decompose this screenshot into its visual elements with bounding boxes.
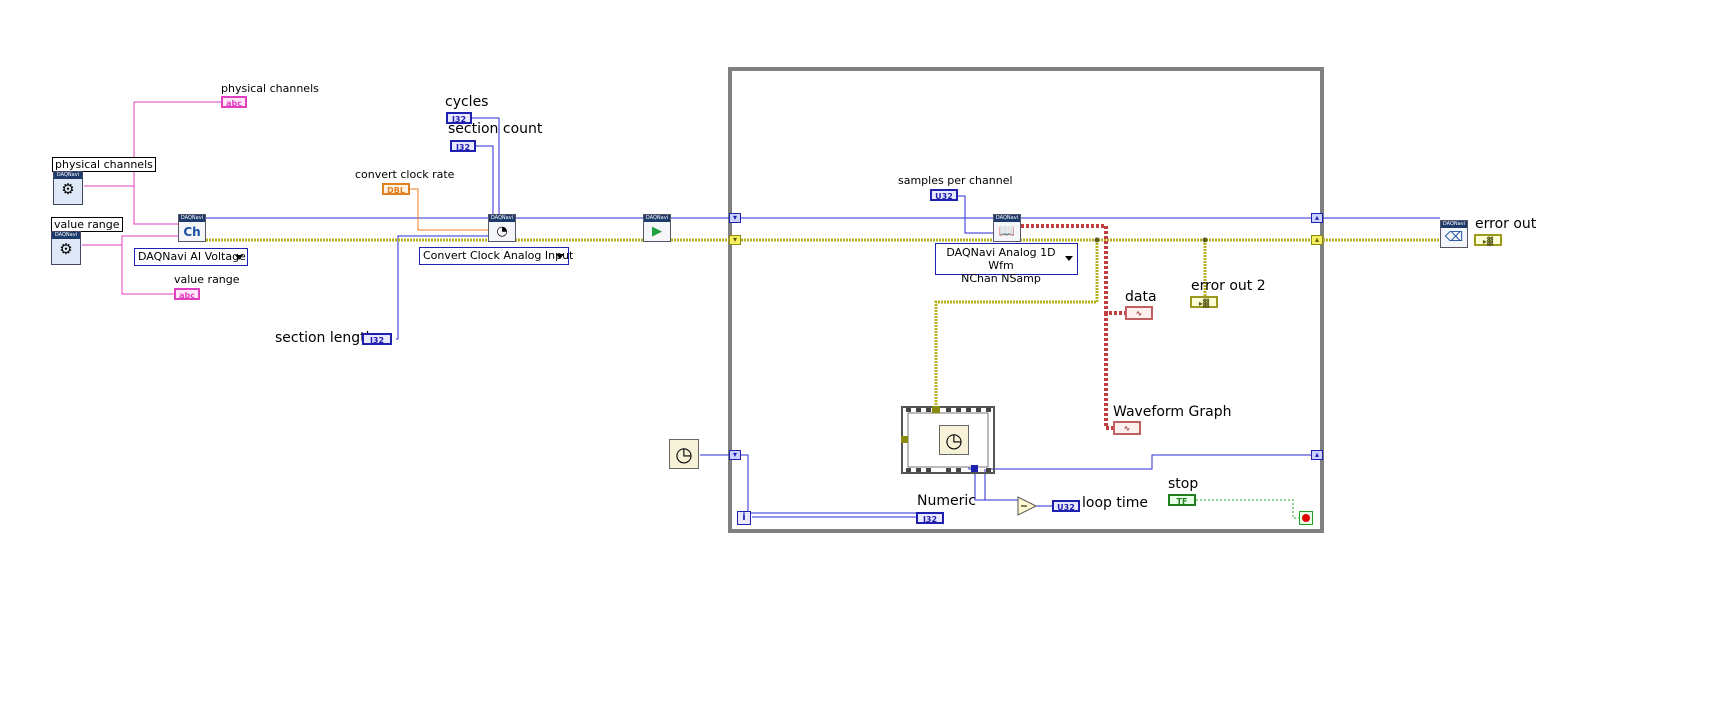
samples-per-channel-control[interactable]: U32 [930, 189, 958, 201]
create-channel-icon: Ch [183, 225, 201, 239]
value-range-indicator[interactable]: abc [174, 288, 200, 300]
convert-clock-rate-wire [410, 188, 488, 231]
error-tunnel-right: ▴ [1311, 235, 1323, 245]
waveform-graph-label: Waveform Graph [1113, 404, 1232, 420]
eraser-icon: ⌫ [1444, 230, 1464, 245]
while-loop[interactable] [728, 67, 1324, 533]
daqnavi-header: DAQNavi [489, 215, 515, 222]
daqnavi-header: DAQNavi [994, 215, 1020, 222]
string-wires [82, 101, 221, 295]
analog-read-line2: NChan NSamp [961, 272, 1041, 285]
book-icon: 📖 [998, 224, 1016, 239]
error-out-label: error out [1475, 216, 1537, 232]
numeric-label: Numeric [917, 493, 976, 509]
daqnavi-header: DAQNavi [1441, 221, 1467, 228]
stop-wire [1196, 499, 1300, 519]
error-out-2-label: error out 2 [1191, 278, 1266, 294]
physical-channels-control-label: physical channels [52, 157, 156, 172]
error-wire-junction [1094, 237, 1100, 243]
ai-voltage-selector[interactable]: DAQNavi AI Voltage [134, 248, 248, 266]
analog-read-selector[interactable]: DAQNavi Analog 1D Wfm NChan NSamp [935, 243, 1078, 285]
data-indicator[interactable]: ∿ [1125, 306, 1153, 320]
daqnavi-header: DAQNavi [179, 215, 205, 222]
play-icon: ▶ [652, 224, 662, 239]
daqnavi-header: DAQNavi [54, 172, 82, 179]
error-wire-junction [1202, 237, 1208, 243]
waveform-wire [1021, 224, 1125, 430]
stop-control[interactable]: TF [1168, 494, 1196, 506]
section-count-label: section count [448, 121, 543, 137]
physical-channels-control[interactable]: DAQNavi ⚙ [53, 171, 83, 205]
data-label: data [1125, 289, 1157, 305]
task-tunnel-left: ▾ [729, 213, 741, 223]
iteration-terminal: i [737, 511, 751, 525]
daqnavi-header: DAQNavi [644, 215, 670, 222]
value-range-control-label: value range [51, 217, 123, 232]
physical-channels-indicator[interactable]: abc [221, 96, 247, 108]
clear-task-node[interactable]: DAQNavi ⌫ [1440, 220, 1468, 248]
create-channel-node[interactable]: DAQNavi Ch [178, 214, 206, 242]
start-task-node[interactable]: DAQNavi ▶ [643, 214, 671, 242]
section-length-label: section length [275, 330, 375, 346]
value-range-control[interactable]: DAQNavi ⚙ [51, 231, 81, 265]
clock-icon[interactable]: ◷ [939, 425, 969, 455]
stop-label: stop [1168, 476, 1199, 492]
tick-shift-register-right: ▴ [1311, 450, 1323, 460]
section-length-control[interactable]: I32 [362, 333, 392, 345]
convert-clock-rate-label: convert clock rate [355, 168, 455, 181]
loop-time-label: loop time [1082, 495, 1148, 511]
timing-icon: ◔ [496, 224, 508, 239]
clock-icon[interactable]: ◷ [669, 439, 699, 469]
config-gear-icon: ⚙ [61, 180, 75, 198]
timing-node[interactable]: DAQNavi ◔ [488, 214, 516, 242]
cycles-control[interactable]: I32 [446, 112, 472, 124]
waveform-graph-indicator[interactable]: ∿ [1113, 421, 1141, 435]
task-tunnel-right: ▴ [1311, 213, 1323, 223]
numeric-indicator[interactable]: I32 [916, 512, 944, 524]
read-node[interactable]: DAQNavi 📖 [993, 214, 1021, 242]
error-tunnel-left: ▾ [729, 235, 741, 245]
stop-icon-dot [1302, 514, 1310, 522]
cycles-label: cycles [445, 94, 489, 110]
physical-channels-indicator-label: physical channels [221, 82, 319, 95]
convert-clock-selector[interactable]: Convert Clock Analog Input [419, 247, 573, 265]
error-out-2-indicator[interactable]: ▸▓ [1190, 296, 1218, 308]
value-range-indicator-label: value range [174, 273, 240, 286]
task-reference-wire [206, 117, 1440, 518]
loop-time-indicator[interactable]: U32 [1052, 500, 1080, 512]
stop-icon[interactable] [1299, 511, 1313, 525]
samples-per-channel-label: samples per channel [898, 174, 1013, 187]
section-count-control[interactable]: I32 [450, 140, 476, 152]
analog-read-line1: DAQNavi Analog 1D Wfm [946, 246, 1056, 272]
tick-shift-register-left: ▾ [729, 450, 741, 460]
config-gear-icon: ⚙ [59, 240, 73, 258]
convert-clock-rate-control[interactable]: DBL [382, 183, 410, 195]
daqnavi-header: DAQNavi [52, 232, 80, 239]
error-out-indicator[interactable]: ▸▓ [1474, 234, 1502, 246]
